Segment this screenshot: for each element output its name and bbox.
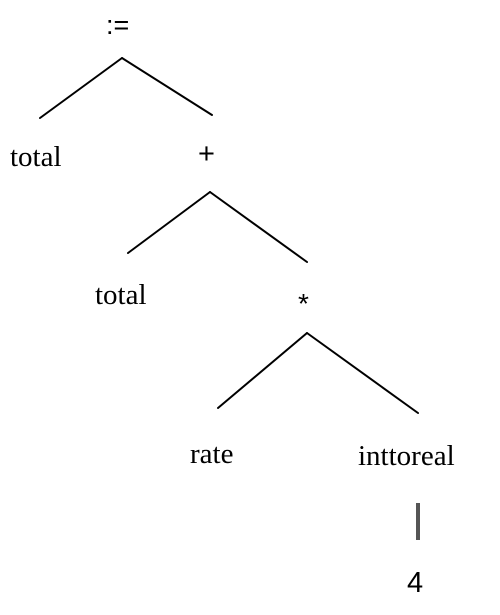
edge-assign-to-total	[39, 57, 123, 119]
edge-assign-to-plus	[121, 57, 213, 116]
edge-times-to-inttoreal	[306, 332, 419, 414]
node-inttoreal: inttoreal	[358, 440, 455, 472]
node-assign-operator: :=	[106, 10, 130, 40]
node-total-left: total	[10, 141, 62, 173]
node-plus-operator: +	[198, 138, 215, 170]
edge-times-to-rate	[217, 332, 308, 409]
edge-plus-to-total	[127, 191, 211, 254]
node-total-inner: total	[95, 279, 147, 311]
node-times-operator: *	[298, 288, 309, 319]
node-four: 4	[407, 567, 424, 599]
node-rate: rate	[190, 438, 234, 470]
edge-plus-to-times	[209, 191, 308, 263]
